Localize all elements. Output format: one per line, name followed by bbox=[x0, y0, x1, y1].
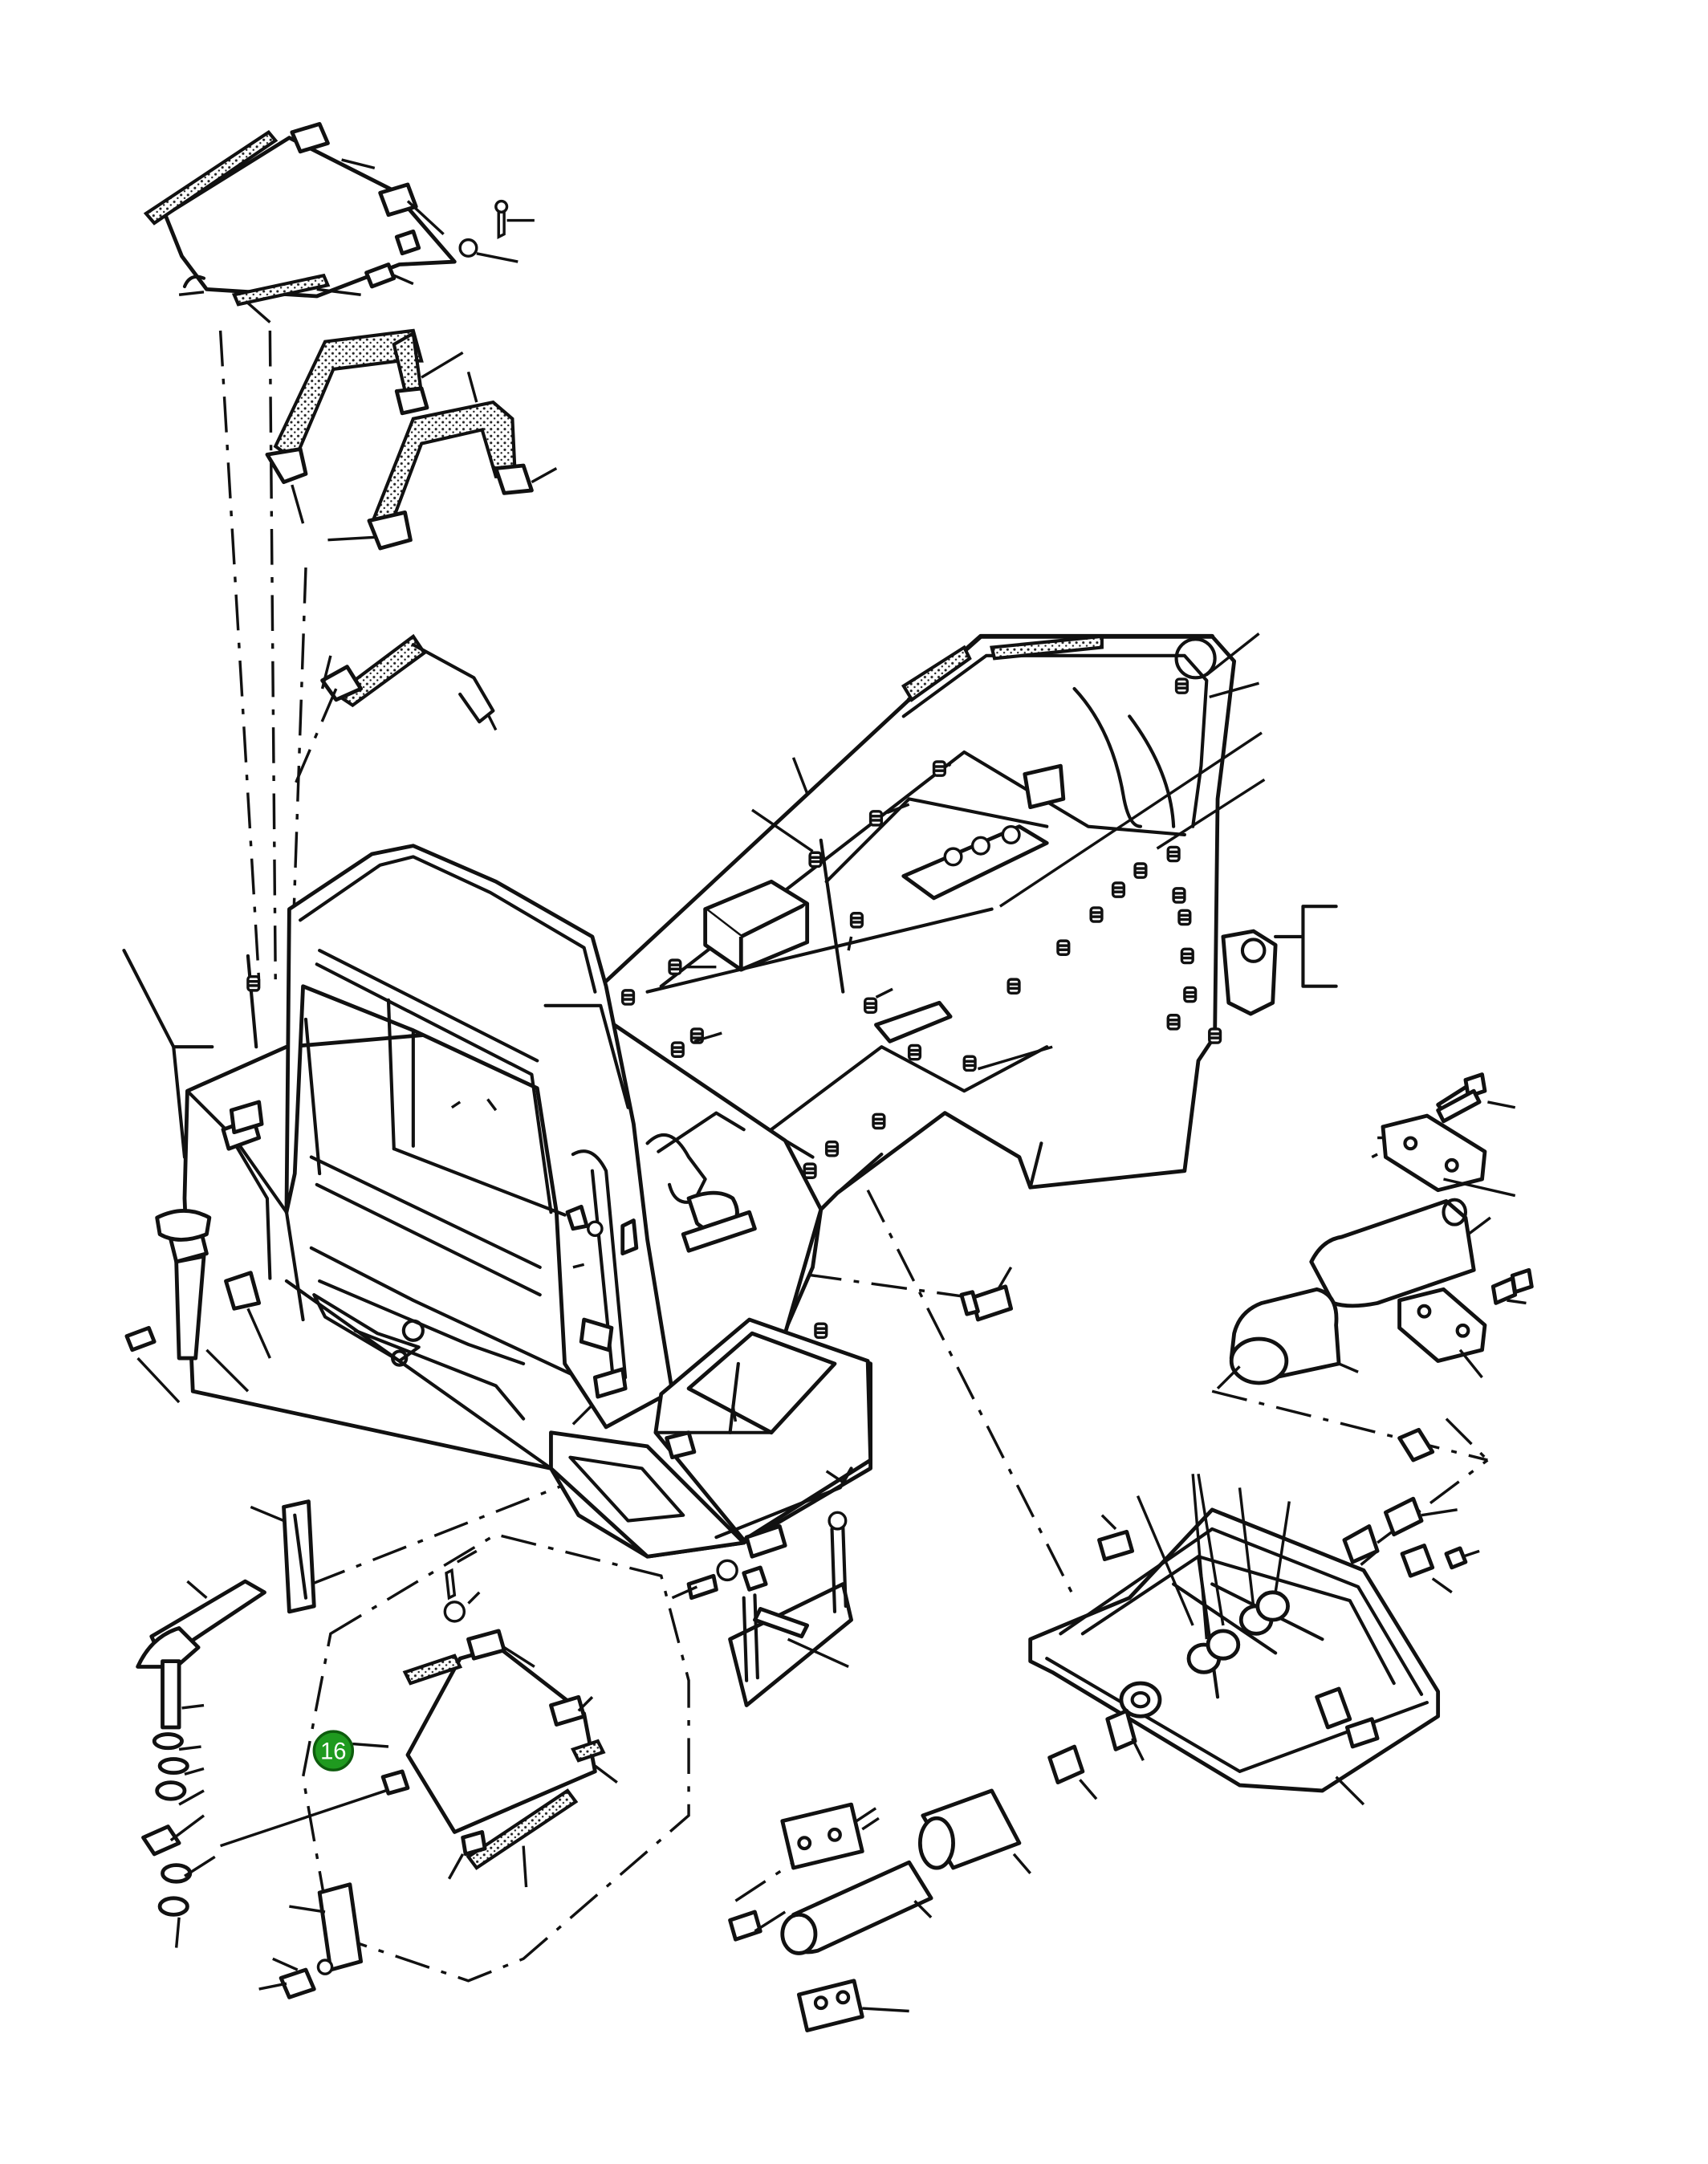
main-frame bbox=[182, 633, 1278, 1559]
callout-label: 16 bbox=[320, 1739, 346, 1764]
small-step-strap bbox=[320, 633, 498, 731]
misc-leader-lines bbox=[450, 633, 1266, 1426]
left-pin-assembly bbox=[122, 949, 271, 1404]
lower-pin-bushing-set bbox=[728, 1788, 1031, 2032]
detail-inset bbox=[220, 1532, 690, 1983]
right-bushing-assembly bbox=[1216, 905, 1534, 1390]
spring-bracket-assembly bbox=[671, 1470, 853, 1707]
lock-handle-assembly bbox=[136, 1499, 364, 1999]
bolt-fasteners bbox=[959, 1088, 1482, 1322]
upper-guard-plate-assembly bbox=[143, 122, 535, 323]
pivot-frame-assembly bbox=[1028, 1473, 1441, 1806]
small-pin-set bbox=[1047, 1427, 1480, 1800]
callout-badge[interactable]: 16 bbox=[312, 1730, 355, 1771]
stirrup-steps bbox=[265, 328, 558, 551]
